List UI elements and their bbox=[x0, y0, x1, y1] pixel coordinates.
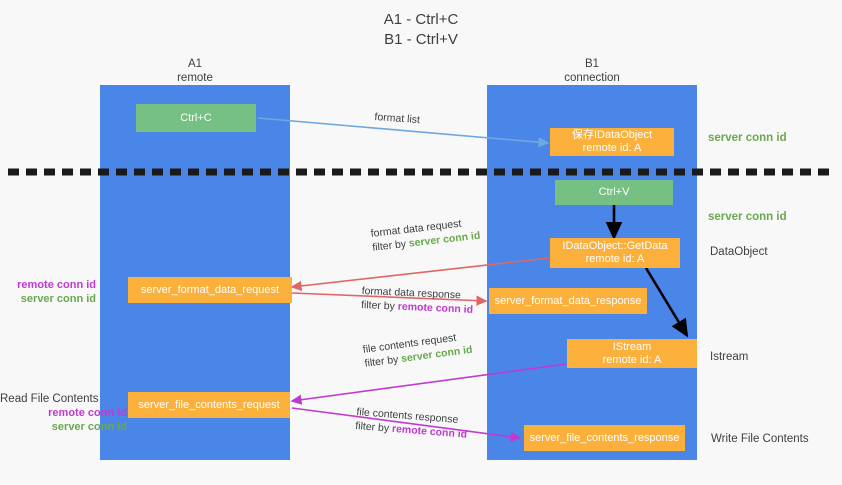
box-save-idataobject-line1: 保存IDataObject bbox=[571, 129, 653, 141]
note-server-conn-id-2: server conn id bbox=[708, 211, 787, 223]
box-idataobject-getdata[interactable]: IDataObject::GetData remote id: A bbox=[550, 238, 680, 268]
box-idataobject-getdata-line2: remote id: A bbox=[585, 253, 645, 265]
lane-b1-name: B1 bbox=[584, 58, 600, 70]
box-server-format-data-request-label: server_format_data_request bbox=[140, 283, 280, 296]
lane-a1-name: A1 bbox=[187, 58, 203, 70]
edge-label-format-list: format list bbox=[374, 110, 420, 127]
title-line-1: A1 - Ctrl+C bbox=[383, 11, 459, 28]
note-write-file-contents: Write File Contents bbox=[711, 433, 809, 445]
note-istream: Istream bbox=[710, 351, 749, 363]
diagram-title: A1 - Ctrl+C B1 - Ctrl+V bbox=[0, 10, 842, 50]
lane-b1-sub: connection bbox=[564, 72, 620, 84]
box-save-idataobject[interactable]: 保存IDataObject remote id: A bbox=[550, 128, 674, 156]
box-server-format-data-request[interactable]: server_format_data_request bbox=[128, 277, 292, 303]
edge-label-format-data-request: format data request filter by server con… bbox=[370, 215, 481, 255]
box-ctrl-c[interactable]: Ctrl+C bbox=[136, 104, 256, 132]
left-note-read-file-contents: Read File Contents remote conn id server… bbox=[0, 392, 127, 434]
lane-a1-sub: remote bbox=[177, 72, 213, 84]
title-line-2: B1 - Ctrl+V bbox=[384, 31, 458, 48]
filter-value-remote-conn-id: remote conn id bbox=[397, 300, 474, 316]
box-server-file-contents-request[interactable]: server_file_contents_request bbox=[128, 392, 290, 418]
edge-label-format-data-response: format data response filter by remote co… bbox=[361, 284, 474, 317]
left-note-format-server-conn-id: server conn id bbox=[20, 293, 96, 305]
note-dataobject: DataObject bbox=[710, 246, 768, 258]
box-ctrl-v-label: Ctrl+V bbox=[598, 186, 630, 198]
filter-prefix: filter by bbox=[354, 419, 393, 435]
box-istream-line1: IStream bbox=[612, 340, 652, 353]
lane-header-a1: A1 remote bbox=[100, 57, 290, 85]
box-server-file-contents-request-label: server_file_contents_request bbox=[138, 398, 280, 411]
box-server-format-data-response[interactable]: server_format_data_response bbox=[489, 288, 647, 314]
box-ctrl-c-label: Ctrl+C bbox=[180, 111, 212, 124]
box-server-file-contents-response[interactable]: server_file_contents_response bbox=[524, 425, 685, 451]
lane-header-b1: B1 connection bbox=[487, 57, 697, 85]
box-istream[interactable]: IStream remote id: A bbox=[567, 339, 697, 368]
box-idataobject-getdata-line1: IDataObject::GetData bbox=[562, 240, 668, 252]
box-server-file-contents-response-label: server_file_contents_response bbox=[529, 431, 680, 444]
edge-label-file-contents-request: file contents request filter by server c… bbox=[362, 329, 473, 371]
box-istream-line2: remote id: A bbox=[602, 353, 662, 366]
box-save-idataobject-line2: remote id: A bbox=[582, 142, 642, 154]
left-note-format-remote-conn-id: remote conn id bbox=[17, 279, 96, 291]
edge-label-format-list-text: format list bbox=[374, 110, 421, 127]
left-note-file-server-conn-id: server conn id bbox=[51, 421, 127, 433]
filter-prefix: filter by bbox=[363, 353, 402, 370]
edge-label-file-contents-response: file contents response filter by remote … bbox=[355, 405, 469, 442]
note-server-conn-id-1: server conn id bbox=[708, 132, 787, 144]
left-note-format-conn-ids: remote conn id server conn id bbox=[0, 278, 96, 306]
left-note-read-file-contents-heading: Read File Contents bbox=[0, 393, 99, 405]
left-note-file-remote-conn-id: remote conn id bbox=[48, 407, 127, 419]
box-server-format-data-response-label: server_format_data_response bbox=[494, 294, 642, 307]
filter-prefix: filter by bbox=[371, 237, 410, 254]
filter-prefix: filter by bbox=[360, 298, 399, 313]
box-ctrl-v[interactable]: Ctrl+V bbox=[555, 180, 673, 205]
